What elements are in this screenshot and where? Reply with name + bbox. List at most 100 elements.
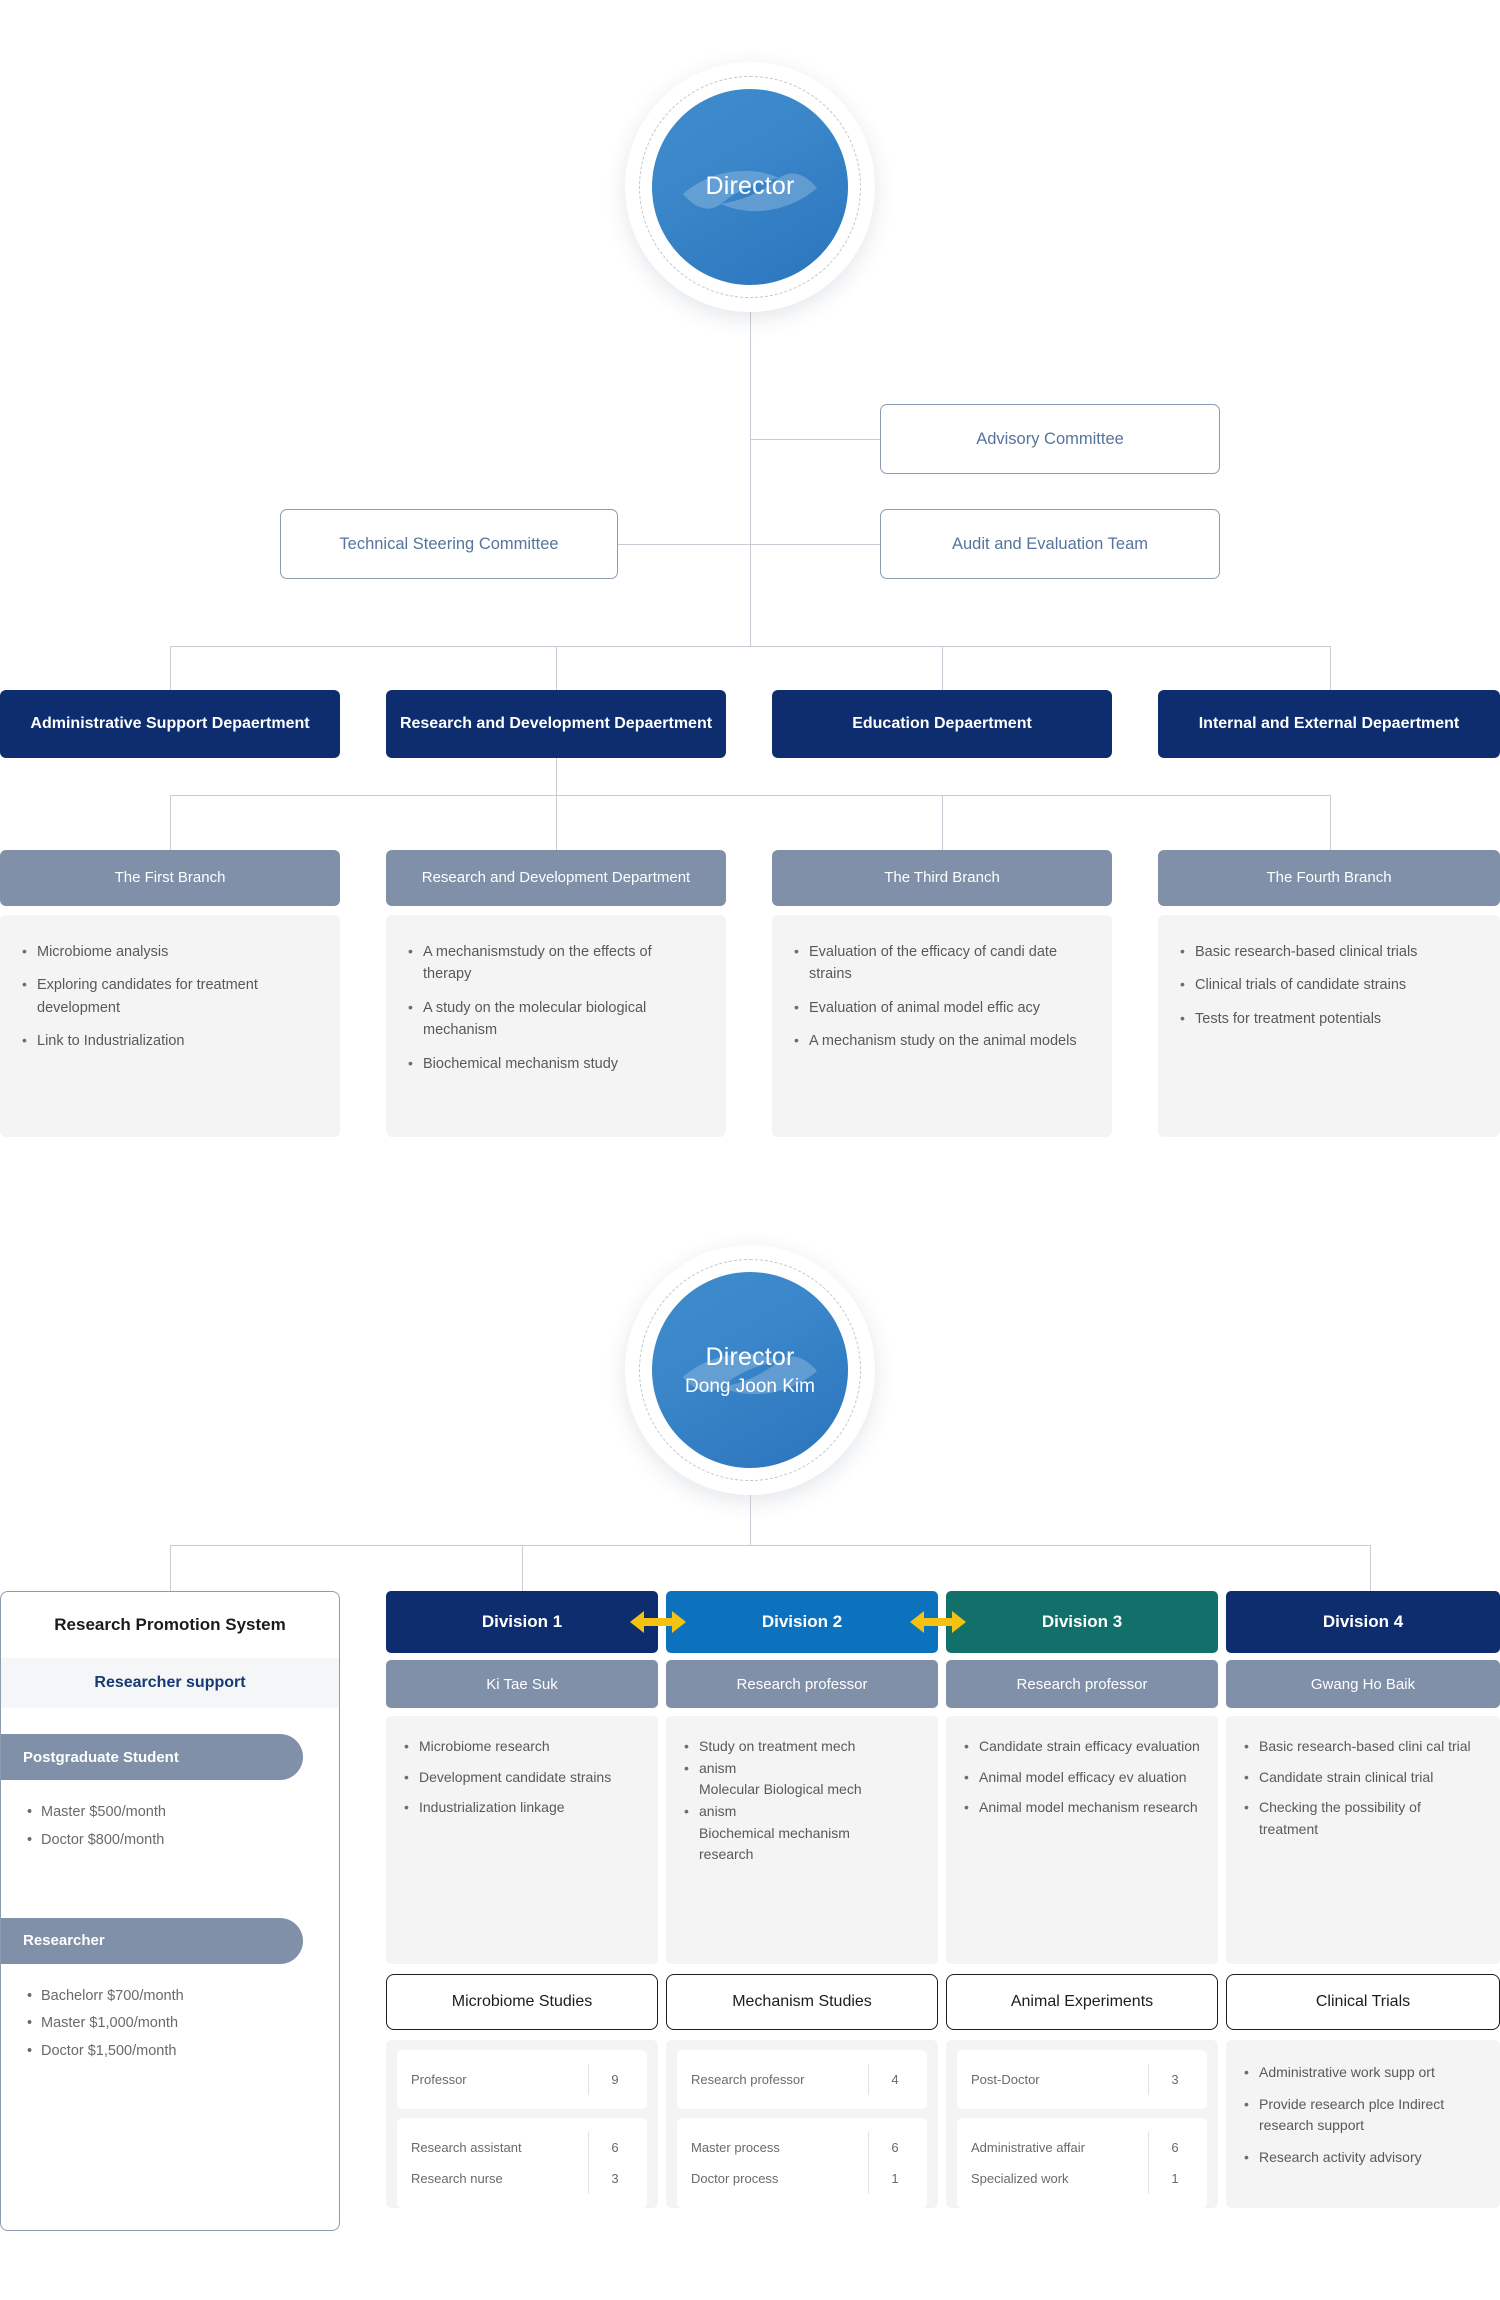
study-box-mechanism[interactable]: Mechanism Studies <box>666 1974 938 2030</box>
clinical-support-panel: Administrative work supp ort Provide res… <box>1226 2040 1500 2208</box>
connector-director-top <box>750 310 751 647</box>
director-title: Director <box>705 172 795 201</box>
table-cell-value: 6 <box>891 2140 899 2155</box>
list-item: Biochemical mechanism <box>699 1824 850 1841</box>
arrow-division-1-2 <box>630 1607 686 1637</box>
department-internal-external-label: Internal and External Depaertment <box>1198 715 1460 733</box>
table-row: Professor 9 <box>397 2064 647 2095</box>
branch-head-third-label: The Third Branch <box>884 868 1000 886</box>
branch-head-rnd-label: Research and Development Department <box>421 868 691 886</box>
list-item: Development candidate strains <box>404 1767 640 1789</box>
branch-head-first[interactable]: The First Branch <box>0 850 340 906</box>
pill-postgraduate-student[interactable]: Postgraduate Student <box>1 1734 303 1780</box>
table-divider <box>1148 2064 1149 2095</box>
table-cell-label: Research nurse <box>411 2171 503 2186</box>
division-body-2: Study on treatment mech anism Molecular … <box>666 1716 938 1964</box>
list-item: Tests for treatment potentials <box>1180 1008 1478 1030</box>
list-item: Clinical trials of candidate strains <box>1180 974 1478 996</box>
table-cell-value: 6 <box>1171 2140 1179 2155</box>
list-item: Doctor $800/month <box>27 1830 317 1852</box>
table-divider <box>868 2064 869 2095</box>
connector-drop-branch-3 <box>942 795 943 850</box>
department-administrative-support-label: Administrative Support Depaertment <box>30 715 310 733</box>
branch-body-fourth: Basic research-based clinical trials Cli… <box>1158 915 1500 1137</box>
pill-researcher[interactable]: Researcher <box>1 1917 303 1964</box>
table-divider <box>1148 2132 1149 2163</box>
division-head-3[interactable]: Division 3 <box>946 1591 1218 1653</box>
committee-technical-steering[interactable]: Technical Steering Committee <box>280 509 618 579</box>
committee-audit-evaluation-label: Audit and Evaluation Team <box>952 534 1148 553</box>
table-row: Specialized work 1 <box>957 2163 1207 2194</box>
director-node-top: Director <box>625 62 875 312</box>
researcher-support-subtitle: Researcher support <box>1 1658 339 1708</box>
list-item: A study on the molecular biological mech… <box>408 997 704 1042</box>
department-education[interactable]: Education Depaertment <box>772 690 1112 758</box>
branch-head-rnd[interactable]: Research and Development Department <box>386 850 726 906</box>
study-box-microbiome-label: Microbiome Studies <box>451 1993 593 2010</box>
division-person-2-label: Research professor <box>736 1675 868 1693</box>
list-item: Administrative work supp ort <box>1244 2062 1482 2084</box>
table-row: Doctor process 1 <box>677 2163 927 2194</box>
division-person-2: Research professor <box>666 1660 938 1708</box>
branch-head-third[interactable]: The Third Branch <box>772 850 1112 906</box>
list-item: Microbiome analysis <box>22 941 318 963</box>
table-group: Administrative affair 6 Specialized work… <box>957 2118 1207 2208</box>
table-cell-value: 6 <box>611 2140 619 2155</box>
committee-audit-evaluation[interactable]: Audit and Evaluation Team <box>880 509 1220 579</box>
table-cell-label: Professor <box>411 2072 467 2087</box>
director-title-bottom: Director <box>705 1343 795 1372</box>
table-row: Post-Doctor 3 <box>957 2064 1207 2095</box>
leaf-watermark-icon <box>683 1353 817 1394</box>
list-item: Biochemical mechanism study <box>408 1053 704 1075</box>
table-cell-value: 1 <box>891 2171 899 2186</box>
division-4-list: Basic research-based clini cal trial Can… <box>1244 1736 1482 1841</box>
table-row: Research nurse 3 <box>397 2163 647 2194</box>
staff-table-mechanism: Research professor 4 Master process 6 Do… <box>666 2040 938 2208</box>
division-person-1-label: Ki Tae Suk <box>486 1675 558 1693</box>
list-item: Link to Industrialization <box>22 1030 318 1052</box>
department-administrative-support[interactable]: Administrative Support Depaertment <box>0 690 340 758</box>
study-box-microbiome[interactable]: Microbiome Studies <box>386 1974 658 2030</box>
branch-third-list: Evaluation of the efficacy of candi date… <box>794 941 1090 1053</box>
division-head-1[interactable]: Division 1 <box>386 1591 658 1653</box>
connector-drop-branch-2 <box>556 758 557 850</box>
leaf-watermark-icon <box>683 170 817 211</box>
pill-postgraduate-label: Postgraduate Student <box>23 1748 179 1766</box>
branch-rnd-list: A mechanismstudy on the effects of thera… <box>408 941 704 1075</box>
division-3-list: Candidate strain efficacy evaluation Ani… <box>964 1736 1200 1819</box>
connector-drop-dept-4 <box>1330 646 1331 690</box>
study-box-animal-label: Animal Experiments <box>1010 1993 1154 2010</box>
study-box-clinical-label: Clinical Trials <box>1315 1993 1411 2010</box>
table-divider <box>588 2064 589 2095</box>
list-item: anism <box>684 1801 920 1823</box>
table-divider <box>868 2163 869 2194</box>
division-head-3-label: Division 3 <box>1041 1612 1123 1631</box>
committee-advisory[interactable]: Advisory Committee <box>880 404 1220 474</box>
list-item: Study on treatment mech <box>684 1736 920 1758</box>
list-item: Evaluation of animal model effic acy <box>794 997 1090 1019</box>
connector-drop-branch-1 <box>170 795 171 850</box>
research-promotion-title: Research Promotion System <box>54 1615 286 1634</box>
division-person-1: Ki Tae Suk <box>386 1660 658 1708</box>
study-box-animal[interactable]: Animal Experiments <box>946 1974 1218 2030</box>
list-item: Candidate strain clinical trial <box>1244 1767 1482 1789</box>
division-head-4[interactable]: Division 4 <box>1226 1591 1500 1653</box>
division-head-2-label: Division 2 <box>761 1612 843 1631</box>
table-group: Research professor 4 <box>677 2050 927 2109</box>
department-research-development[interactable]: Research and Development Depaertment <box>386 690 726 758</box>
connector-director-bottom <box>750 1495 751 1545</box>
division-body-4: Basic research-based clini cal trial Can… <box>1226 1716 1500 1964</box>
list-item: Provide research plce Indirect research … <box>1244 2094 1482 2137</box>
branch-first-list: Microbiome analysis Exploring candidates… <box>22 941 318 1053</box>
study-box-clinical[interactable]: Clinical Trials <box>1226 1974 1500 2030</box>
table-row: Research assistant 6 <box>397 2132 647 2163</box>
division-body-1: Microbiome research Development candidat… <box>386 1716 658 1964</box>
table-cell-value: 3 <box>611 2171 619 2186</box>
table-row: Administrative affair 6 <box>957 2132 1207 2163</box>
branch-head-fourth[interactable]: The Fourth Branch <box>1158 850 1500 906</box>
division-head-2[interactable]: Division 2 <box>666 1591 938 1653</box>
table-cell-value: 4 <box>891 2072 899 2087</box>
research-promotion-panel: Research Promotion System Researcher sup… <box>0 1591 340 2231</box>
department-internal-external[interactable]: Internal and External Depaertment <box>1158 690 1500 758</box>
department-research-development-label: Research and Development Depaertment <box>399 715 713 733</box>
